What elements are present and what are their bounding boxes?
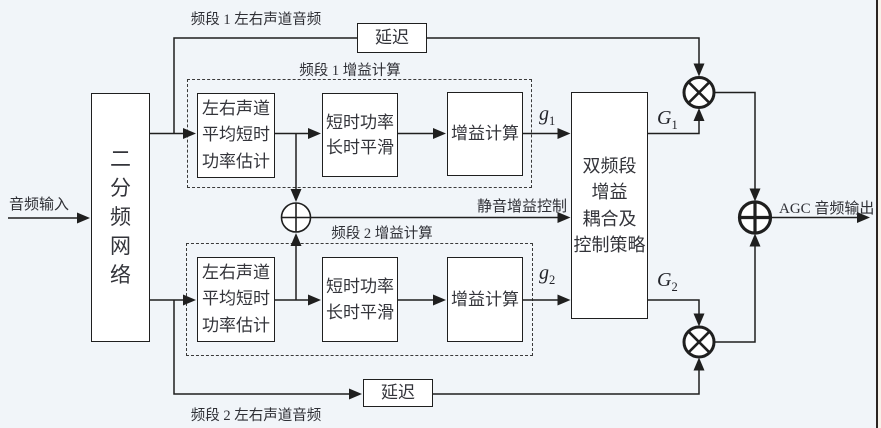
block-label: 增益计算 — [451, 289, 519, 309]
arrow-g1-into-coupling — [557, 128, 571, 139]
block-label: 二分频网络 — [109, 147, 131, 287]
block-label: 双频段 增益 耦合及 控制策略 — [573, 156, 646, 255]
audio-input-label: 音频输入 — [9, 197, 70, 213]
block-band1-gain-calc: 增益计算 — [447, 92, 523, 176]
arrow-into-out-adder-top — [749, 188, 761, 202]
arrow-into-mult2-bottom — [693, 357, 705, 371]
arrow-into-mult1-top — [693, 63, 705, 77]
arrow-into-b2-smooth — [308, 294, 321, 306]
band2-gain-group-label: 频段 2 增益计算 — [331, 226, 433, 242]
right-edge-line — [876, 0, 878, 428]
g2-label: g2 — [539, 262, 556, 287]
agc-output-label: AGC 音频输出 — [779, 201, 875, 217]
band1-audio-label: 频段 1 左右声道音频 — [190, 12, 322, 28]
multiplier1-icon — [682, 76, 716, 109]
wire-mult2-to-adder — [713, 246, 756, 343]
block-label: 延迟 — [375, 28, 409, 48]
G1-label: G1 — [657, 107, 678, 132]
arrow-into-b1-power — [183, 128, 196, 139]
block-crossover-network: 二分频网络 — [91, 93, 150, 342]
multiplier2-icon — [682, 325, 716, 359]
block-label: 短时功率 长时平滑 — [326, 112, 394, 158]
block-label: 延迟 — [381, 383, 415, 403]
wire-mult1-to-adder — [713, 91, 756, 189]
output-adder-icon — [737, 200, 773, 235]
wire-band2-bottom-branch — [173, 300, 349, 395]
arrow-into-mute-adder-bottom — [290, 233, 302, 246]
block-delay-band1: 延迟 — [357, 23, 427, 53]
g1-label: g1 — [539, 103, 556, 128]
mute-gain-control-label: 静音增益控制 — [476, 199, 567, 215]
block-label: 左右声道 平均短时 功率估计 — [202, 98, 270, 171]
block-band2-smoothing: 短时功率 长时平滑 — [322, 257, 398, 342]
arrow-into-delay2 — [349, 388, 362, 400]
wire-band1-top-branch — [173, 37, 357, 134]
arrow-into-b1-gain — [433, 128, 446, 139]
arrow-into-crossover — [77, 212, 90, 224]
arrow-mute-into-coupling — [557, 212, 571, 223]
arrow-into-b2-gain — [433, 294, 446, 306]
block-band1-smoothing: 短时功率 长时平滑 — [322, 93, 398, 177]
mute-adder-icon — [280, 202, 312, 233]
arrow-G1-into-mult1 — [693, 108, 705, 121]
G2-label: G2 — [657, 269, 678, 294]
block-band2-gain-calc: 增益计算 — [447, 257, 523, 342]
block-label: 增益计算 — [451, 124, 519, 144]
band1-gain-group-label: 频段 1 增益计算 — [299, 63, 401, 79]
band2-audio-label: 频段 2 左右声道音频 — [190, 408, 322, 424]
wire-delay1-to-mult1 — [427, 37, 700, 64]
arrow-into-mute-adder-top — [290, 189, 302, 202]
arrow-output — [857, 212, 870, 223]
block-band1-power-estimate: 左右声道 平均短时 功率估计 — [197, 93, 275, 178]
block-dual-band-coupling: 双频段 增益 耦合及 控制策略 — [571, 92, 648, 319]
arrow-into-b1-smooth — [308, 128, 321, 139]
right-edge-sliver — [878, 0, 881, 428]
block-band2-power-estimate: 左右声道 平均短时 功率估计 — [197, 257, 275, 342]
wire-G2 — [647, 299, 700, 314]
block-label: 左右声道 平均短时 功率估计 — [202, 262, 270, 335]
wire-delay2-to-mult2 — [433, 370, 700, 395]
arrow-into-b2-power — [183, 294, 196, 306]
arrow-g2-into-coupling — [557, 294, 571, 306]
arrow-G2-into-mult2 — [693, 313, 705, 327]
block-label: 短时功率 长时平滑 — [326, 277, 394, 322]
wire-G1 — [647, 121, 700, 135]
arrow-into-out-adder-bottom — [749, 233, 761, 247]
block-delay-band2: 延迟 — [363, 379, 433, 407]
